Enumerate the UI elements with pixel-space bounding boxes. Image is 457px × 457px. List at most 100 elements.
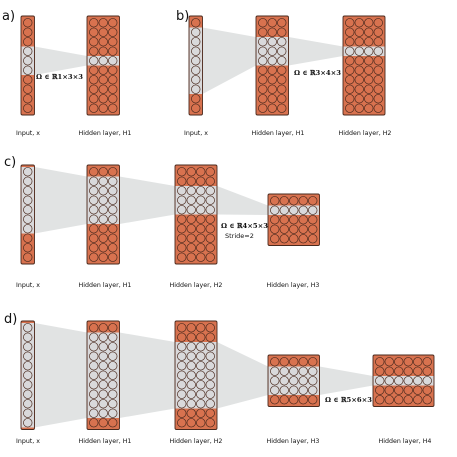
node	[354, 18, 364, 28]
node	[177, 214, 187, 224]
node	[267, 103, 277, 113]
panel-c-layer-1-label: Input, x	[16, 282, 40, 289]
active-node	[89, 408, 99, 418]
node	[205, 252, 215, 262]
node	[258, 94, 268, 104]
active-node	[205, 342, 215, 352]
active-node	[177, 342, 187, 352]
panel-a-layer-1-label: Input, x	[16, 130, 40, 137]
receptive-field-cone	[34, 46, 87, 75]
panel-c-layer-3-label: Hidden layer, H2	[170, 282, 223, 289]
node	[89, 27, 99, 37]
active-node	[196, 389, 206, 399]
node	[277, 27, 287, 37]
active-node	[98, 332, 108, 342]
node	[89, 418, 99, 428]
node	[270, 215, 280, 225]
layer-column	[20, 320, 35, 430]
node	[364, 18, 374, 28]
node	[108, 323, 118, 333]
receptive-field-cone	[34, 323, 87, 428]
active-node	[191, 65, 201, 75]
node	[108, 94, 118, 104]
active-node	[422, 376, 432, 386]
node	[308, 357, 318, 367]
layer-column	[342, 15, 386, 116]
node	[205, 176, 215, 186]
panel-d-layer-5-label: Hidden layer, H4	[379, 438, 432, 445]
node	[413, 366, 423, 376]
node	[177, 332, 187, 342]
active-node	[108, 370, 118, 380]
node	[279, 395, 289, 405]
active-node	[89, 351, 99, 361]
active-node	[277, 46, 287, 56]
node	[205, 214, 215, 224]
active-node	[354, 46, 364, 56]
receptive-field-cone	[34, 167, 87, 234]
node	[403, 366, 413, 376]
active-node	[23, 323, 33, 333]
node	[279, 224, 289, 234]
active-node	[177, 186, 187, 196]
node	[108, 46, 118, 56]
active-node	[108, 389, 118, 399]
columns-layer	[20, 164, 320, 265]
active-node	[205, 389, 215, 399]
active-node	[196, 195, 206, 205]
active-node	[205, 399, 215, 409]
active-node	[270, 366, 280, 376]
node	[373, 103, 383, 113]
node	[177, 408, 187, 418]
active-node	[186, 380, 196, 390]
node	[270, 234, 280, 244]
node	[308, 395, 318, 405]
node	[298, 234, 308, 244]
active-region	[373, 376, 434, 386]
node	[98, 37, 108, 47]
node	[373, 65, 383, 75]
active-node	[403, 376, 413, 386]
node	[258, 84, 268, 94]
node	[375, 385, 385, 395]
active-node	[186, 361, 196, 371]
node	[89, 94, 99, 104]
node	[394, 385, 404, 395]
node	[354, 65, 364, 75]
columns-layer	[20, 15, 120, 116]
node	[23, 252, 33, 262]
node	[403, 357, 413, 367]
node	[98, 18, 108, 28]
node	[98, 233, 108, 243]
panel-d-layer-2-label: Hidden layer, H1	[79, 438, 132, 445]
panel-c: c) Ω ∈ ℝ4×5×3 Stride=2 Input, x Hidden l…	[4, 155, 320, 289]
node	[23, 233, 33, 243]
active-node	[186, 370, 196, 380]
node	[108, 103, 118, 113]
node	[98, 27, 108, 37]
node	[186, 332, 196, 342]
active-node	[98, 380, 108, 390]
active-node	[89, 389, 99, 399]
node	[394, 395, 404, 405]
active-node	[267, 56, 277, 66]
node	[89, 18, 99, 28]
active-node	[267, 46, 277, 56]
active-node	[186, 186, 196, 196]
node	[196, 167, 206, 177]
node	[196, 176, 206, 186]
receptive-field-cone	[119, 176, 175, 224]
node	[89, 233, 99, 243]
node	[98, 94, 108, 104]
node	[375, 395, 385, 405]
active-node	[98, 399, 108, 409]
node	[394, 357, 404, 367]
node	[364, 37, 374, 47]
node	[289, 215, 299, 225]
layer-column	[267, 193, 320, 246]
node	[186, 176, 196, 186]
node	[364, 56, 374, 66]
receptive-field-cone	[217, 342, 268, 409]
active-node	[298, 385, 308, 395]
node	[108, 167, 118, 177]
